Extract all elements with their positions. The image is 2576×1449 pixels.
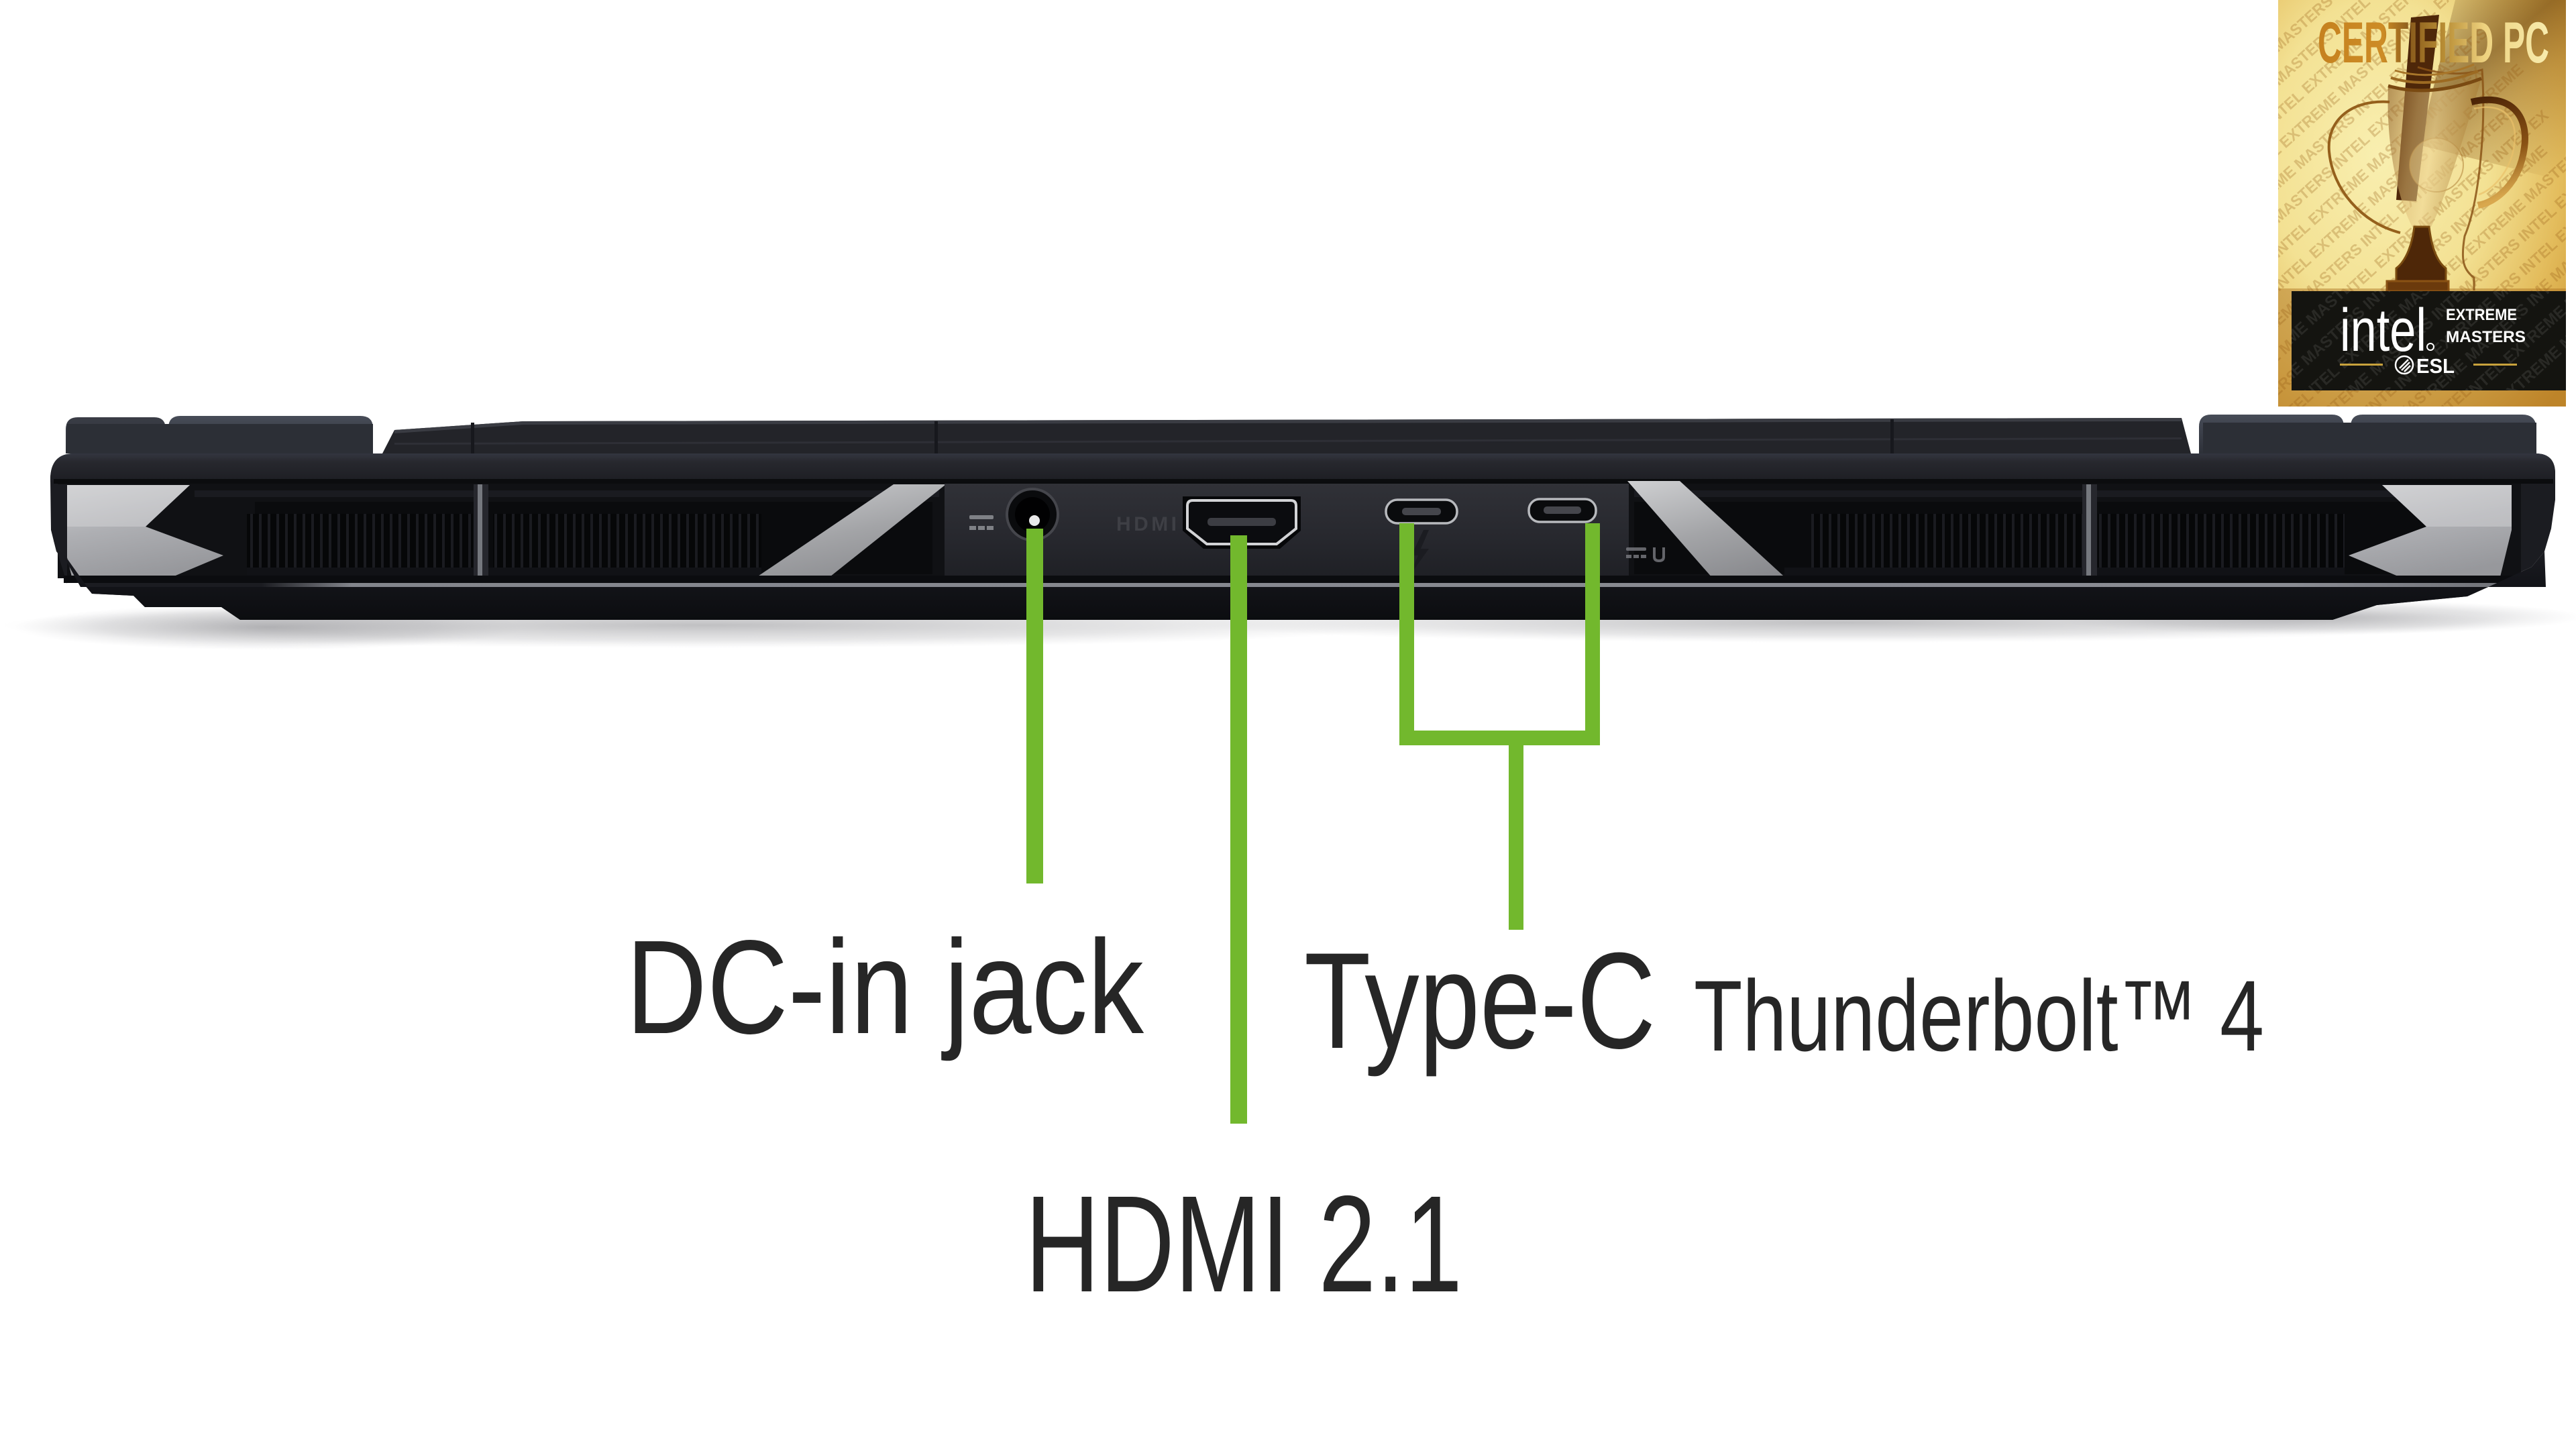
svg-text:DC-in jack: DC-in jack [626,913,1144,1062]
svg-text:intel: intel [2340,297,2426,364]
svg-text:Type-C: Type-C [1304,924,1656,1077]
svg-text:EXTREME: EXTREME [2446,306,2517,324]
svg-text:CERTIFIED PC: CERTIFIED PC [2318,11,2549,75]
svg-text:MASTERS: MASTERS [2446,328,2526,346]
svg-text:HDMI: HDMI [1116,513,1178,535]
svg-text:ESL: ESL [2416,354,2455,378]
svg-text:HDMI 2.1: HDMI 2.1 [1025,1167,1462,1321]
svg-text:Thunderbolt™ 4: Thunderbolt™ 4 [1694,959,2264,1072]
